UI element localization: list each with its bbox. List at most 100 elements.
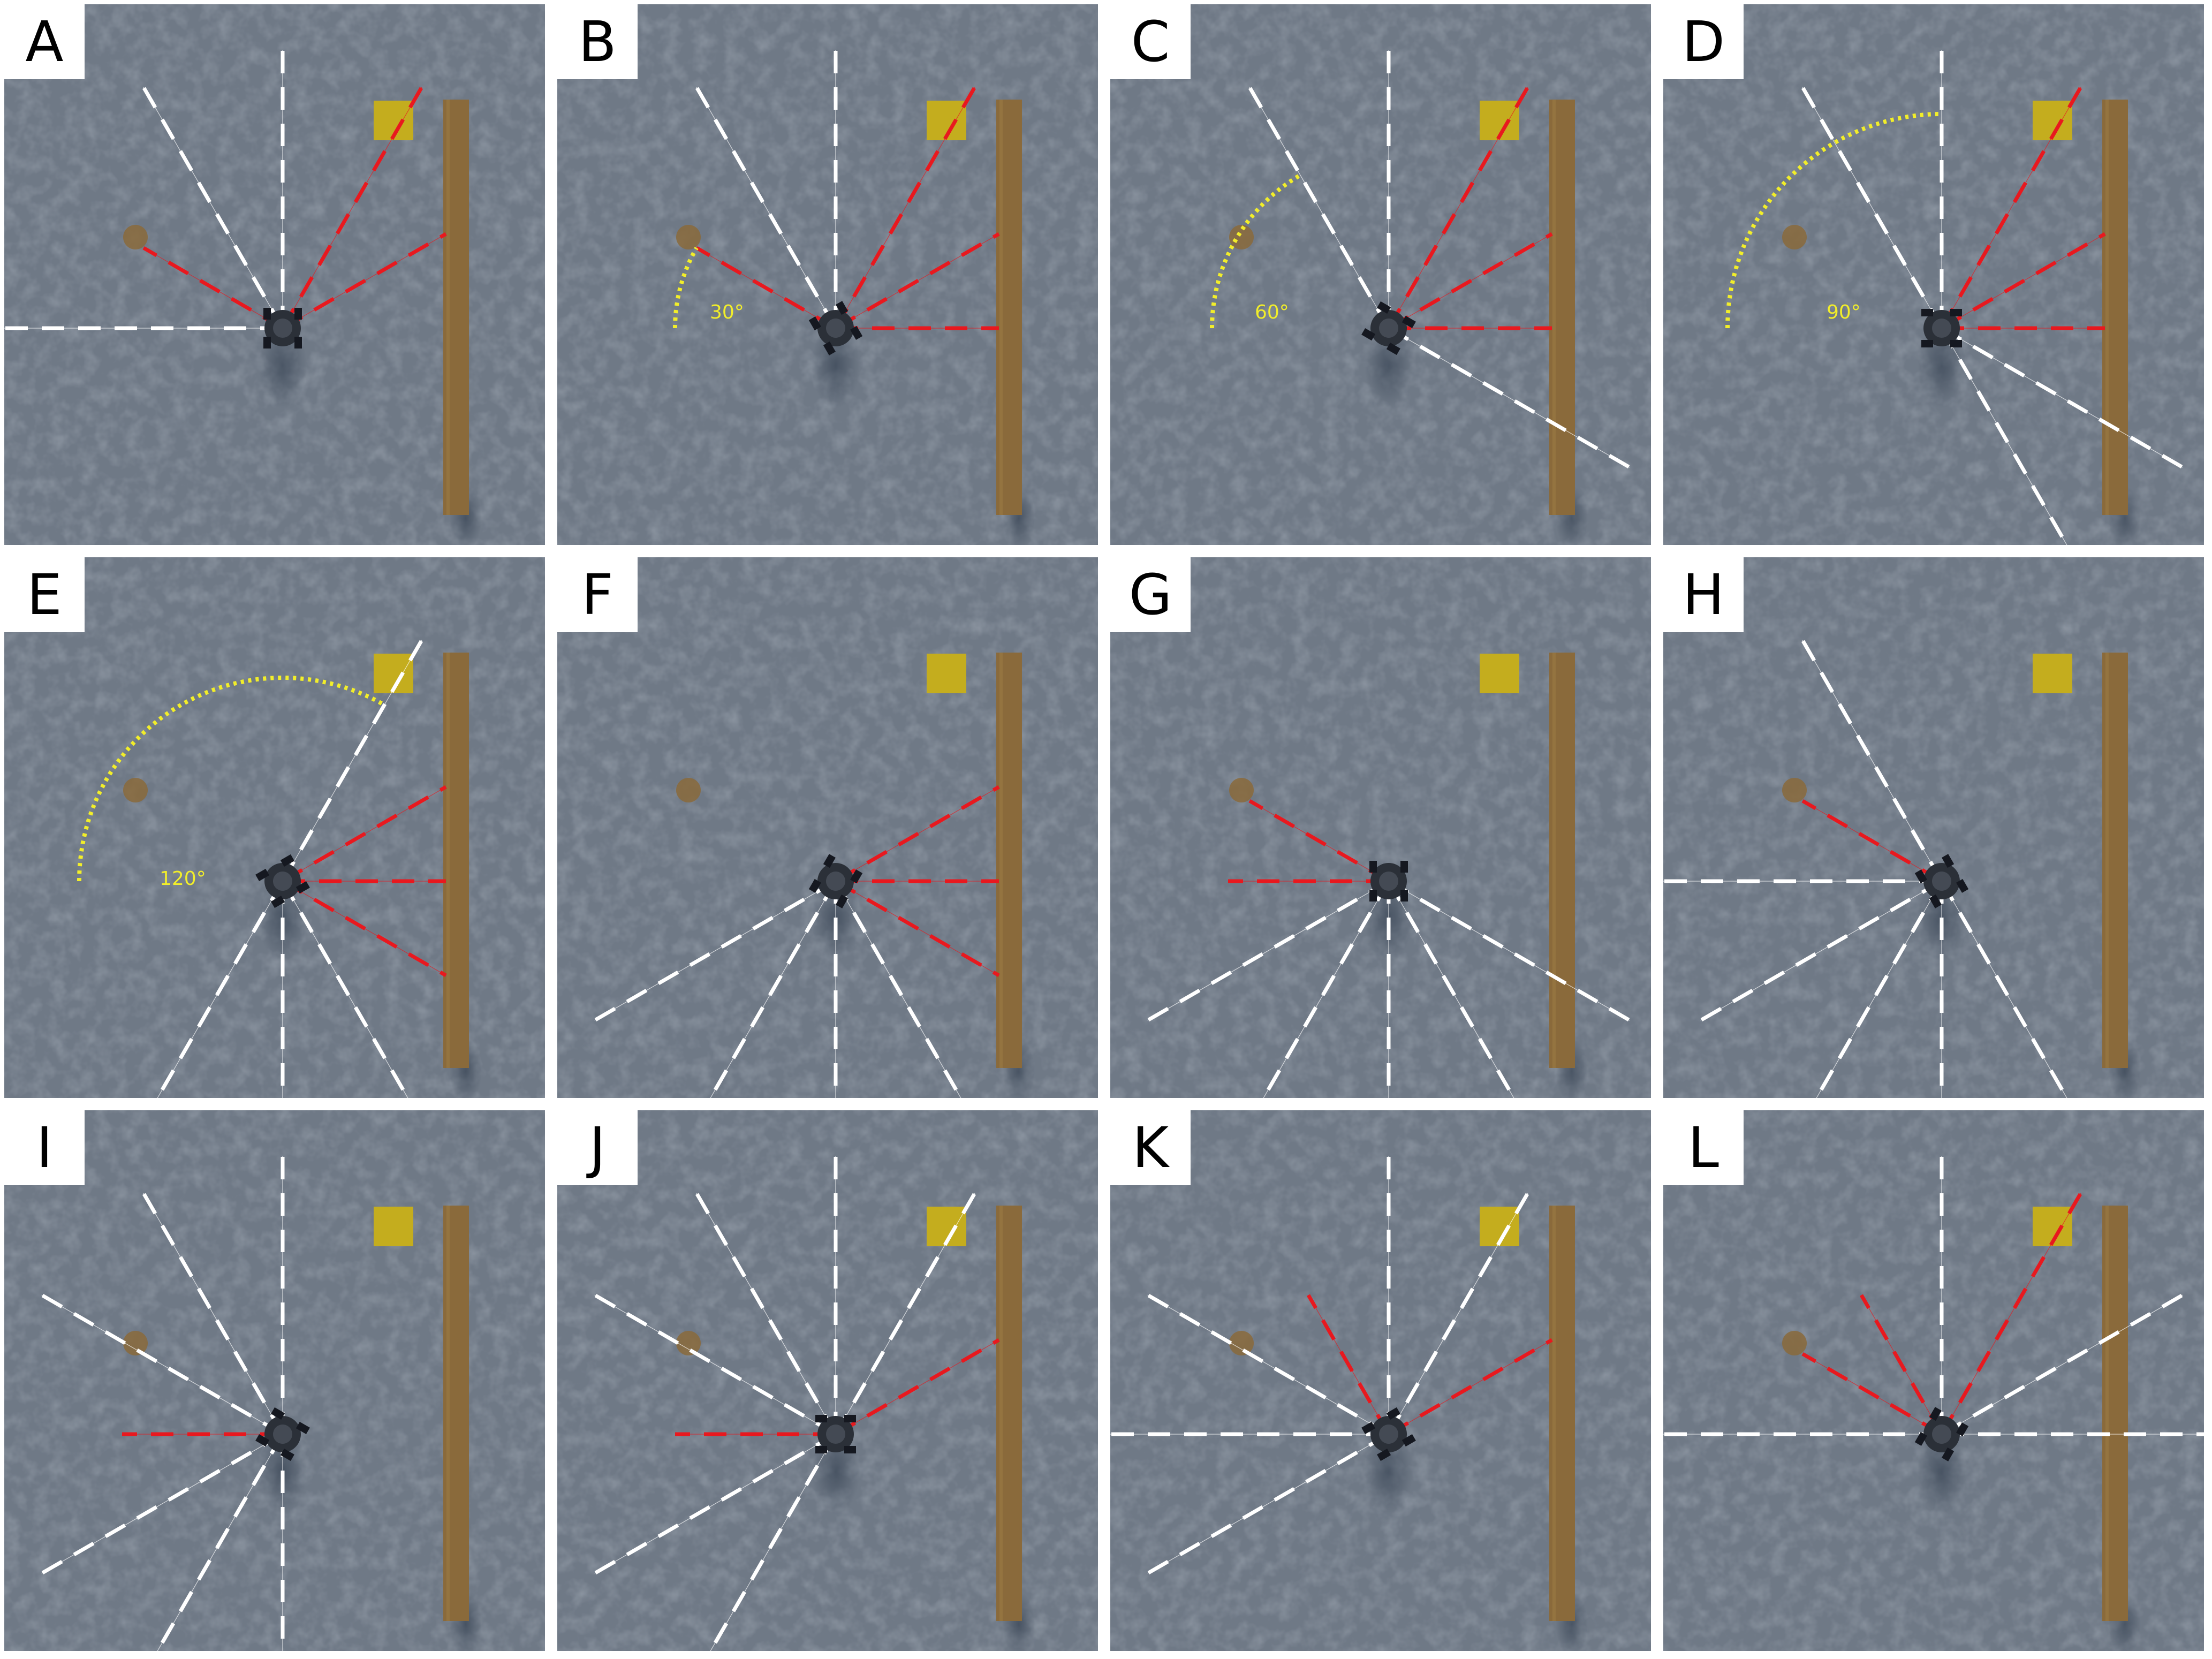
panel-label: E — [4, 557, 85, 632]
robot — [1361, 301, 1416, 355]
scene-svg — [557, 557, 1098, 1098]
panel-label: D — [1663, 4, 1744, 79]
target-ball — [676, 778, 701, 802]
robot-wheel — [1402, 1434, 1416, 1447]
robot-wheel — [255, 1434, 270, 1447]
beam-guide — [696, 247, 836, 329]
beam-guide — [1388, 87, 1528, 329]
scene-svg — [1663, 557, 2204, 1098]
target-ball — [1229, 225, 1254, 249]
beam-guide — [282, 640, 422, 882]
robot-shadow — [1365, 323, 1413, 408]
wall-grain — [446, 653, 450, 1068]
scene-svg — [1110, 1110, 1651, 1651]
target-ball — [1782, 778, 1807, 802]
beam-guide — [282, 881, 446, 976]
beam-guide — [1941, 1294, 2183, 1435]
robot-shadow — [1918, 1429, 1966, 1514]
panel-c: 60°C — [1110, 4, 1651, 545]
robot-wheel — [1956, 1422, 1969, 1437]
beam-guide — [835, 881, 961, 1098]
beam-guide — [1388, 1339, 1552, 1435]
robot — [1914, 854, 1969, 908]
beam-guide — [1941, 328, 2067, 545]
wall-grain — [446, 1206, 450, 1621]
wall-grain — [2105, 653, 2109, 1068]
robot-wheel — [1950, 340, 1962, 347]
beam-guide — [1263, 881, 1389, 1098]
beam-guide — [157, 1434, 283, 1651]
robot-wheel — [850, 325, 863, 340]
panel-label: J — [557, 1110, 638, 1185]
wall-grain — [446, 100, 450, 515]
beam-guide — [282, 881, 408, 1098]
robot-top — [826, 1425, 845, 1444]
angle-arc — [77, 676, 385, 882]
angle-label: 30° — [710, 301, 744, 323]
panel-label: A — [4, 4, 85, 79]
scene-svg — [557, 4, 1098, 545]
robot-wheel — [1921, 340, 1933, 347]
panel-e: 120° E — [4, 557, 545, 1098]
robot-wheel — [808, 878, 821, 893]
panel-j: J — [557, 1110, 1098, 1651]
robot-wheel — [836, 894, 849, 908]
robot-wheel — [1400, 861, 1408, 873]
angle-label: 120° — [160, 868, 206, 890]
robot-wheel — [296, 881, 310, 894]
beam-guide — [1249, 87, 1389, 329]
beam-guide — [1147, 1434, 1389, 1574]
robot — [1914, 1407, 1969, 1461]
angle-arc — [673, 247, 699, 329]
beam-guide — [282, 233, 446, 329]
robot-wheel — [280, 1449, 294, 1461]
beam-guide — [710, 1434, 836, 1651]
beam-guide — [143, 247, 283, 329]
robot-shadow — [812, 323, 860, 408]
robot-wheel — [844, 1446, 856, 1453]
beam-guide — [1941, 1193, 2081, 1435]
beam-guide — [143, 1193, 283, 1435]
robot-wheel — [294, 308, 302, 320]
beam-guide — [1802, 87, 1942, 329]
beam-guide — [1388, 881, 1630, 1021]
robot-wheel — [263, 308, 271, 320]
robot — [815, 1415, 856, 1453]
wall-grain — [999, 1206, 1003, 1621]
robot-wheel — [1386, 343, 1400, 355]
robot — [1369, 861, 1408, 902]
beam-guide — [710, 881, 836, 1098]
beam-guide — [594, 1434, 836, 1574]
scene-svg — [4, 4, 545, 545]
robot-top — [1932, 1425, 1951, 1444]
wall-grain — [1552, 100, 1556, 515]
beam-guide — [1802, 800, 1942, 882]
beam-guide — [41, 1434, 283, 1574]
robot-wheel — [271, 896, 285, 908]
beam-guide — [835, 881, 999, 976]
beam-guide — [157, 881, 283, 1098]
robot-wheel — [1369, 861, 1377, 873]
wall-grain — [1552, 1206, 1556, 1621]
robot-wheel — [1400, 890, 1408, 902]
panel-i: I — [4, 1110, 545, 1651]
robot-wheel — [1914, 869, 1927, 884]
panel-label: C — [1110, 4, 1191, 79]
beam-guide — [1388, 1193, 1528, 1435]
panel-g: G — [1110, 557, 1651, 1098]
robot-top — [1379, 872, 1398, 891]
panel-a: A — [4, 4, 545, 545]
beam-guide — [1388, 328, 1630, 468]
panel-label: B — [557, 4, 638, 79]
scene-svg — [1663, 4, 2204, 545]
beam-guide — [1941, 328, 2183, 468]
robot-wheel — [255, 868, 270, 881]
robot — [1361, 1407, 1416, 1461]
scene-svg — [4, 557, 545, 1098]
robot — [263, 308, 302, 349]
robot-wheel — [271, 1407, 285, 1420]
robot-wheel — [1377, 1449, 1391, 1461]
robot-wheel — [1386, 1407, 1400, 1420]
beam-guide — [41, 1294, 283, 1435]
robot-shadow — [1365, 1429, 1413, 1514]
